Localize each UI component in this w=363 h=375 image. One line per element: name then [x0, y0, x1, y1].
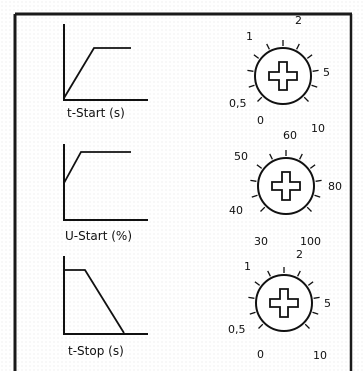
dial-label-0: 0	[257, 114, 264, 127]
dial-tick	[315, 179, 322, 182]
dial-tick	[254, 281, 261, 286]
dial-tick	[257, 96, 263, 102]
dial-label-10: 10	[313, 349, 327, 362]
dial-tick	[248, 296, 255, 299]
u-start-graph: U-Start (%)	[63, 144, 148, 243]
dial-label-50: 50	[234, 150, 248, 163]
t-start-label: t-Start (s)	[67, 106, 125, 120]
dial-tick	[251, 194, 258, 198]
u-start-label: U-Start (%)	[65, 229, 132, 243]
dial-tick	[256, 164, 263, 169]
dial-tick	[303, 96, 309, 102]
dial-tick	[248, 84, 255, 88]
dial-label-0-5: 0,5	[229, 97, 247, 110]
dial-tick	[269, 153, 273, 160]
dial-tick	[249, 311, 256, 315]
t-stop-row: t-Stop (s) 0 0,5 1 2 5 10	[63, 248, 331, 362]
t-stop-label: t-Stop (s)	[68, 344, 124, 358]
dial-tick	[307, 281, 314, 286]
u-start-row: U-Start (%) 30 40 50 60 80 100	[63, 129, 342, 248]
dial-label-40: 40	[229, 204, 243, 217]
dial-tick	[311, 84, 318, 88]
dial-label-2: 2	[296, 248, 303, 261]
dial-tick	[306, 54, 313, 59]
dial-label-80: 80	[328, 180, 342, 193]
dial-body	[257, 157, 315, 215]
dial-label-1: 1	[244, 260, 251, 273]
dial-tick	[258, 323, 264, 329]
dial-label-1: 1	[246, 30, 253, 43]
dial-tick	[247, 69, 254, 72]
dial-label-2: 2	[295, 14, 302, 27]
dial-label-10: 10	[311, 122, 325, 135]
dial-tick	[314, 194, 321, 198]
dial-tick	[267, 270, 271, 277]
dial-tick	[299, 153, 303, 160]
dial-label-100: 100	[300, 235, 321, 248]
dial-label-0-5: 0,5	[228, 323, 246, 336]
dial-tick	[312, 311, 319, 315]
t-stop-dial: 0 0,5 1 2 5 10	[228, 248, 331, 362]
t-stop-graph: t-Stop (s)	[63, 256, 148, 358]
dial-tick	[297, 270, 301, 277]
dial-tick	[312, 69, 319, 72]
dial-label-5: 5	[323, 66, 330, 79]
dial-label-60: 60	[283, 129, 297, 142]
dial-body	[254, 47, 312, 105]
dial-label-30: 30	[254, 235, 268, 248]
dial-label-0: 0	[257, 348, 264, 361]
dial-tick	[313, 296, 320, 299]
t-start-graph: t-Start (s)	[63, 24, 148, 120]
dial-label-5: 5	[324, 297, 331, 310]
dial-tick	[260, 206, 266, 212]
dial-tick	[304, 323, 310, 329]
dial-tick	[309, 164, 316, 169]
dial-tick	[296, 43, 300, 50]
dial-tick	[253, 54, 260, 59]
dial-tick	[266, 43, 270, 50]
dial-body	[255, 274, 313, 332]
u-start-dial: 30 40 50 60 80 100	[229, 129, 342, 248]
dial-tick	[250, 179, 257, 182]
outer-frame	[13, 12, 353, 371]
dial-tick	[306, 206, 312, 212]
t-start-row: t-Start (s) 0 0,5 1 2 5 10	[63, 14, 330, 135]
t-start-dial: 0 0,5 1 2 5 10	[229, 14, 330, 135]
